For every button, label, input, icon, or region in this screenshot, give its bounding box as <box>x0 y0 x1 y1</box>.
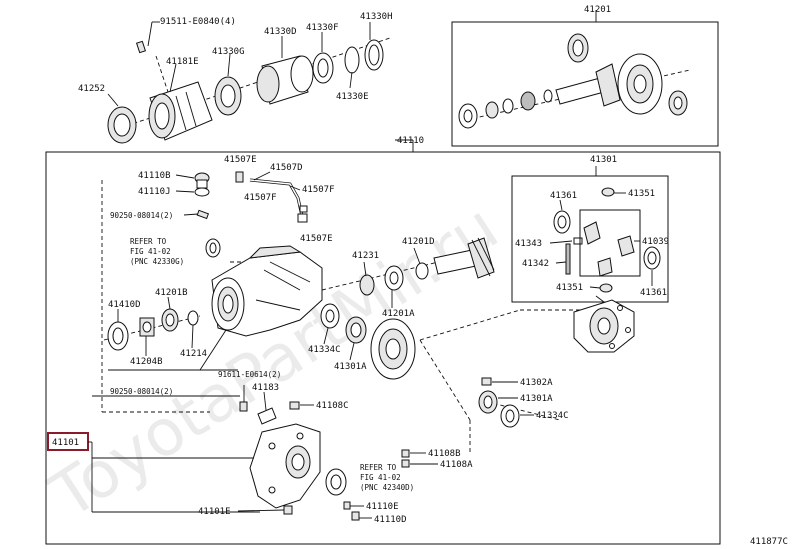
refer-note-2-line1: REFER TO <box>360 463 397 472</box>
label-41507d[interactable]: 41507D <box>270 163 303 173</box>
washer-41351-a[interactable] <box>601 187 615 197</box>
label-41201d[interactable]: 41201D <box>402 237 435 247</box>
label-41361-a[interactable]: 41361 <box>550 191 577 201</box>
drive-pinion-group <box>458 33 691 129</box>
label-41110d[interactable]: 41110D <box>374 515 407 525</box>
label-41330d[interactable]: 41330D <box>264 27 297 37</box>
washer-41201d[interactable] <box>415 262 429 280</box>
label-41351-a[interactable]: 41351 <box>628 189 655 199</box>
label-41231[interactable]: 41231 <box>352 251 379 261</box>
washer-41330e[interactable] <box>344 46 360 74</box>
label-41334c-a[interactable]: 41334C <box>308 345 341 355</box>
refer-note-1-line2: FIG 41-02 <box>130 247 171 256</box>
label-41507f-b[interactable]: 41507F <box>244 193 277 203</box>
washer-41351-b[interactable] <box>599 283 613 293</box>
label-41302a[interactable]: 41302A <box>520 378 553 388</box>
label-41507e-a[interactable]: 41507E <box>224 155 257 165</box>
plate-41183[interactable] <box>257 407 277 425</box>
refer-note-1-line1: REFER TO <box>130 237 167 246</box>
assembly-41110-frame <box>45 151 721 545</box>
plate-41214[interactable] <box>187 310 199 326</box>
label-41301a-b[interactable]: 41301A <box>520 394 553 404</box>
label-41101[interactable]: 41101 <box>52 438 79 448</box>
label-41507e-b[interactable]: 41507E <box>300 234 333 244</box>
label-41252[interactable]: 41252 <box>78 84 105 94</box>
label-41351-b[interactable]: 41351 <box>556 283 583 293</box>
label-90250-b[interactable]: 90250-08014(2) <box>110 387 173 396</box>
label-41101e[interactable]: 41101E <box>198 507 231 517</box>
differential-case-group <box>553 187 661 293</box>
label-41108b[interactable]: 41108B <box>428 449 461 459</box>
label-41110[interactable]: 41110 <box>397 136 424 146</box>
differential-gear-set-41039[interactable] <box>579 209 641 277</box>
label-41110j[interactable]: 41110J <box>138 187 171 197</box>
refer-note-2-line3: (PNC 42340D) <box>360 483 414 492</box>
label-90250-a[interactable]: 90250-08014(2) <box>110 211 173 220</box>
label-41330e[interactable]: 41330E <box>336 92 369 102</box>
label-41110b[interactable]: 41110B <box>138 171 171 181</box>
refer-note-1-line3: (PNC 42330G) <box>130 257 184 266</box>
pinion-shaft-41201[interactable] <box>555 77 605 105</box>
label-41507f-a[interactable]: 41507F <box>302 185 335 195</box>
label-41410d[interactable]: 41410D <box>108 300 141 310</box>
label-41214[interactable]: 41214 <box>180 349 207 359</box>
label-41108a[interactable]: 41108A <box>440 460 473 470</box>
label-41201[interactable]: 41201 <box>584 5 611 15</box>
label-41361-b[interactable]: 41361 <box>640 288 667 298</box>
label-41330g[interactable]: 41330G <box>212 47 245 57</box>
label-41110e[interactable]: 41110E <box>366 502 399 512</box>
highlight-41101-box[interactable] <box>47 432 89 451</box>
gasket-41110j[interactable] <box>194 187 210 197</box>
label-41342[interactable]: 41342 <box>522 259 549 269</box>
pinion-gear-group <box>320 237 580 455</box>
rear-housing-41101[interactable] <box>249 423 321 509</box>
shaft-41342[interactable] <box>565 243 571 275</box>
label-41343[interactable]: 41343 <box>515 239 542 249</box>
label-41183[interactable]: 41183 <box>252 383 279 393</box>
label-41204b[interactable]: 41204B <box>130 357 163 367</box>
diagram-id: 411877C <box>750 537 788 547</box>
assembly-41301-frame <box>511 175 669 303</box>
label-41181e[interactable]: 41181E <box>166 57 199 67</box>
spacer-41231[interactable] <box>359 274 375 296</box>
label-91511-e0840[interactable]: 91511-E0840(4) <box>160 17 236 27</box>
label-41201b[interactable]: 41201B <box>155 288 188 298</box>
label-41334c-b[interactable]: 41334C <box>536 411 569 421</box>
pin-41343[interactable] <box>573 237 583 245</box>
label-41330h[interactable]: 41330H <box>360 12 393 22</box>
differential-carrier-group <box>101 171 410 521</box>
label-41039[interactable]: 41039 <box>642 237 669 247</box>
label-41108c[interactable]: 41108C <box>316 401 349 411</box>
label-41301[interactable]: 41301 <box>590 155 617 165</box>
assembly-41201-frame <box>451 21 719 147</box>
label-41201a[interactable]: 41201A <box>382 309 415 319</box>
label-91611[interactable]: 91611-E0614(2) <box>218 370 281 379</box>
bearing-case-group <box>107 37 391 144</box>
refer-note-2-line2: FIG 41-02 <box>360 473 401 482</box>
label-41330f[interactable]: 41330F <box>306 23 339 33</box>
label-41301a-a[interactable]: 41301A <box>334 362 367 372</box>
